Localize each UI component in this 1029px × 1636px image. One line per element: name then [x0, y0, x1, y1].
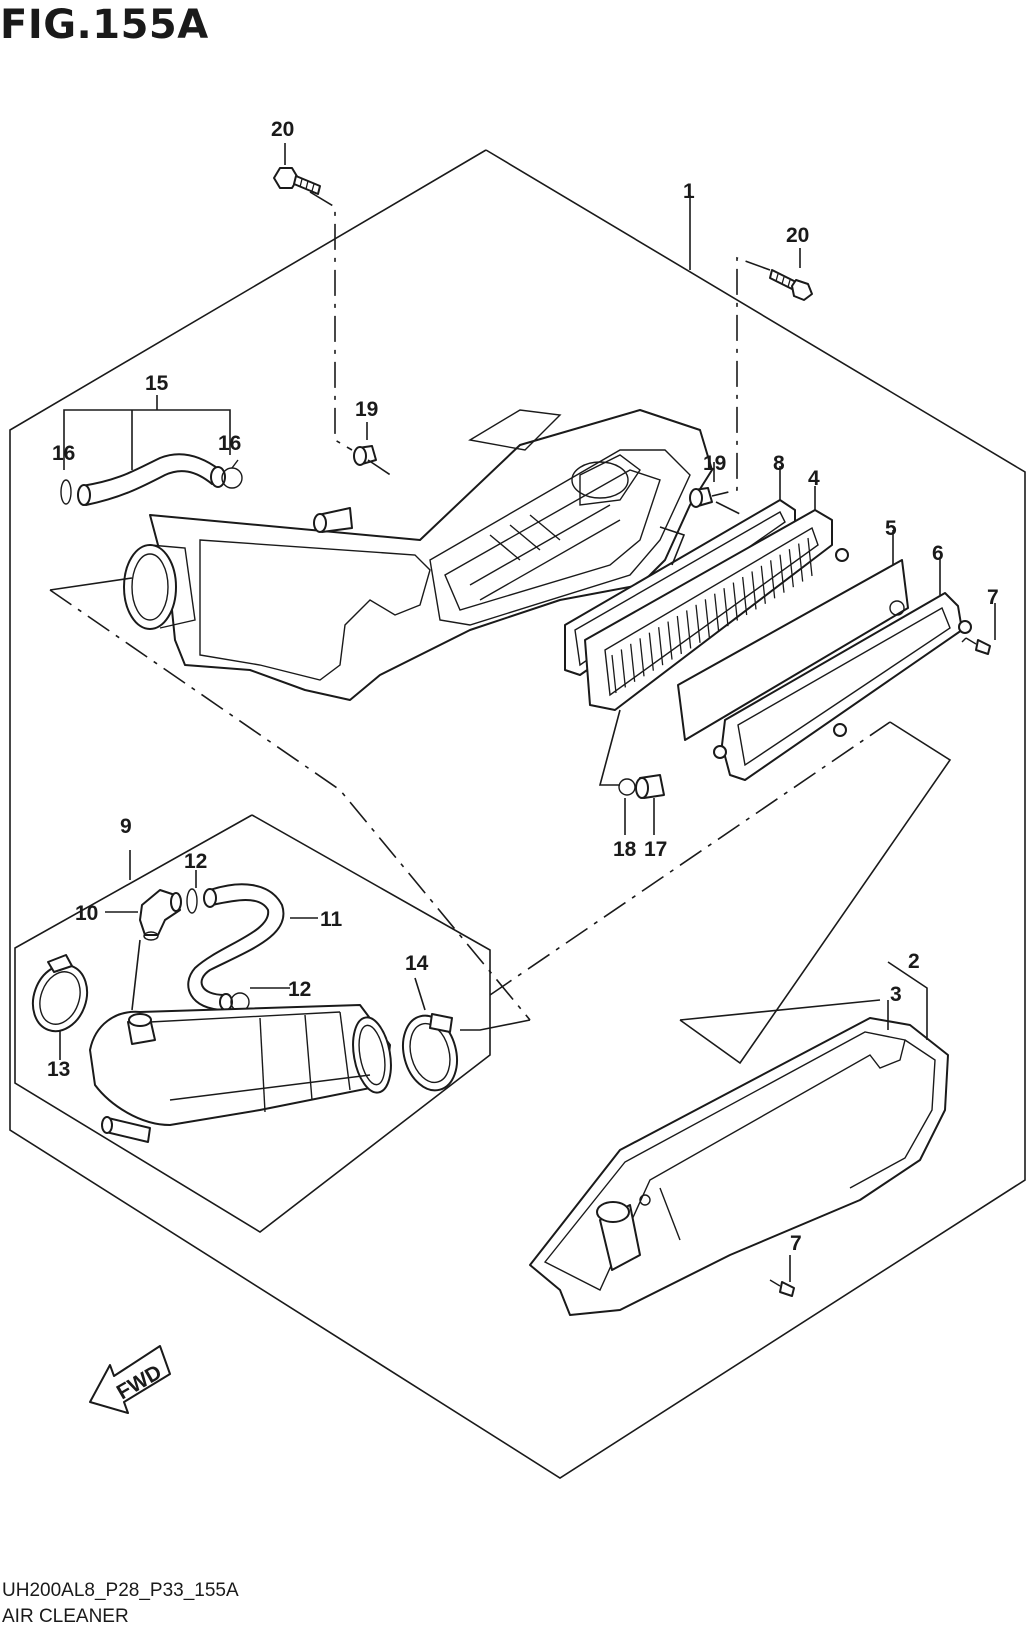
callout-19-right: 19 [703, 452, 726, 475]
element-pleat [742, 576, 748, 616]
figure-title: FIG.155A [0, 2, 209, 48]
callout-18: 18 [613, 838, 637, 861]
hose-11 [187, 883, 285, 1011]
element-pleat [798, 543, 804, 582]
element-pleat [620, 649, 626, 688]
figure-code: UH200AL8_P28_P33_155A [2, 1580, 239, 1601]
screw-7-upper [961, 637, 991, 655]
element-pleat [751, 571, 757, 610]
callout-12-lower: 12 [288, 978, 311, 1001]
fwd-arrow-icon: FWD [89, 1345, 171, 1414]
element-seal-5 [677, 559, 909, 741]
callout-14: 14 [405, 952, 429, 975]
element-pleat [714, 593, 720, 632]
callout-3: 3 [890, 983, 902, 1006]
callout-5: 5 [885, 517, 897, 540]
callout-16-right: 16 [218, 432, 241, 455]
callout-16-left: 16 [52, 442, 75, 465]
element-pleat [760, 565, 766, 604]
element-pleat [630, 643, 636, 682]
element-pleat [667, 621, 673, 660]
callout-11: 11 [320, 908, 343, 931]
callout-8: 8 [773, 452, 785, 475]
element-pleat [611, 654, 617, 694]
gasket-6 [713, 592, 972, 781]
clip-16-left [60, 479, 72, 505]
clamp-14 [402, 1013, 458, 1092]
element-pleat [695, 604, 701, 643]
hose-15 [77, 453, 226, 506]
callout-6: 6 [932, 542, 944, 565]
part-callouts: 20 1 20 15 19 16 16 19 8 4 5 6 7 18 17 9… [47, 118, 999, 1255]
element-pleat [704, 599, 710, 638]
element-pleat [676, 615, 682, 655]
grommet-19-right [689, 487, 713, 508]
element-pleat [779, 554, 785, 593]
sub-assembly-outline [14, 814, 491, 1233]
bolt-20-right [769, 269, 813, 301]
elbow-10 [139, 889, 182, 941]
element-pleat [639, 638, 645, 677]
callout-9: 9 [120, 815, 132, 838]
element-pleat [723, 588, 729, 627]
element-pleat [658, 627, 664, 666]
bolt-20-left [273, 167, 321, 195]
element-pleat [686, 610, 692, 649]
callout-13: 13 [47, 1058, 70, 1081]
assembly-outline [9, 149, 1026, 1479]
air-cleaner-case-lower [529, 1017, 949, 1316]
callout-19-left: 19 [355, 398, 378, 421]
air-cleaner-case-upper [123, 409, 713, 701]
grommet-19-left [353, 445, 377, 466]
callout-20-right: 20 [786, 224, 809, 247]
callout-17: 17 [644, 838, 667, 861]
element-pleat [788, 549, 794, 588]
element-pleat [770, 560, 776, 599]
clip-16-right [221, 459, 243, 489]
clamp-13 [31, 954, 89, 1033]
callout-4: 4 [808, 467, 820, 490]
element-pleat [807, 537, 813, 577]
clip-18 [618, 778, 636, 796]
outlet-tube-9 [89, 1004, 392, 1143]
element-pleat [648, 632, 654, 671]
callout-20-left: 20 [271, 118, 294, 141]
callout-2: 2 [908, 950, 920, 973]
screw-7-lower [769, 1279, 795, 1297]
callout-15: 15 [145, 372, 169, 395]
callout-7-lower: 7 [790, 1232, 802, 1255]
callout-7-upper: 7 [987, 586, 999, 609]
element-pleat [732, 582, 738, 621]
callout-12-upper: 12 [184, 850, 207, 873]
callout-10: 10 [75, 902, 98, 925]
callout-1: 1 [683, 180, 695, 203]
clip-12-upper [186, 888, 198, 914]
leader-lines [49, 143, 996, 1282]
figure-caption: AIR CLEANER [2, 1606, 129, 1627]
plug-17 [635, 774, 665, 799]
